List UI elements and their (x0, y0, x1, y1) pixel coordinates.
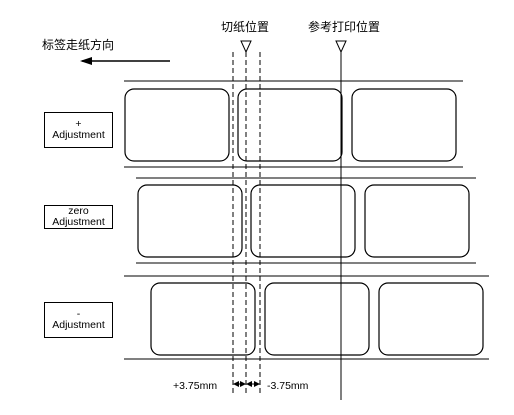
feed-direction-label: 标签走纸方向 (42, 37, 114, 52)
minus-sign: - (76, 308, 81, 320)
label-piece (364, 184, 470, 258)
adjustment-label: Adjustment (52, 129, 105, 141)
label-piece (351, 88, 457, 162)
zero-adjustment-box: zero Adjustment (44, 205, 113, 229)
label-piece (150, 282, 256, 356)
adjustment-label: Adjustment (52, 319, 105, 331)
label-piece (124, 88, 230, 162)
label-strip-minus (124, 275, 489, 360)
label-strip-plus (124, 80, 463, 168)
print-position-label: 参考打印位置 (308, 19, 380, 34)
minus-adjustment-box: - Adjustment (44, 302, 113, 338)
offset-minus-label: -3.75mm (267, 380, 309, 392)
adjustment-label: Adjustment (52, 216, 105, 228)
plus-sign: + (75, 118, 82, 130)
print-position-marker (335, 40, 347, 54)
zero-sign: zero (68, 205, 89, 217)
label-piece (264, 282, 370, 356)
cut-position-marker (240, 40, 252, 54)
label-strip-zero (136, 177, 476, 264)
offset-plus-label: +3.75mm (173, 380, 217, 392)
label-piece (237, 88, 343, 162)
label-piece (137, 184, 243, 258)
plus-adjustment-box: + Adjustment (44, 112, 113, 148)
feed-direction-arrowhead (80, 57, 92, 65)
cut-position-label: 切纸位置 (221, 19, 269, 34)
label-piece (378, 282, 484, 356)
label-piece (250, 184, 356, 258)
